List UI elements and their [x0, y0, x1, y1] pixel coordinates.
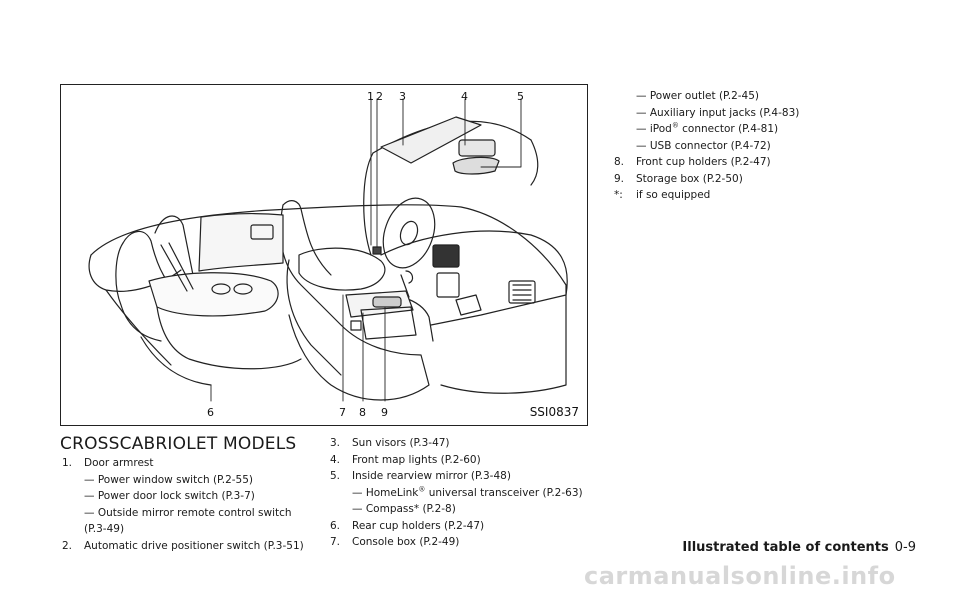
legend-item-5: 5. Inside rearview mirror (P.3-48)	[330, 468, 600, 485]
registered-mark: ®	[418, 485, 426, 493]
item-number: 4.	[330, 453, 341, 466]
section-title: CROSSCABRIOLET MODELS	[60, 434, 297, 454]
sub-item: — Power window switch (P.2-55)	[84, 473, 254, 486]
callout-8: 8	[359, 406, 366, 419]
registered-mark: ®	[671, 121, 679, 130]
figure-code: SSI0837	[529, 405, 579, 419]
sub-item: — Compass* (P.2-8)	[352, 503, 456, 515]
car-interior-drawing	[88, 98, 568, 402]
item-label: Rear cup holders (P.2-47)	[352, 519, 485, 532]
item-label: Front map lights (P.2-60)	[352, 453, 481, 466]
sub-item-text: connector (P.4-81)	[678, 123, 779, 135]
item-number: 6.	[330, 519, 341, 532]
legend-column-3: — Power outlet (P.2-45) — Auxiliary inpu…	[614, 88, 914, 204]
sub-item: — USB connector (P.4-72)	[636, 139, 771, 152]
item-label: Console box (P.2-49)	[352, 536, 460, 548]
item-number: 1.	[62, 457, 73, 469]
page-footer: Illustrated table of contents 0-9	[682, 540, 916, 555]
item-number: 8.	[614, 156, 625, 168]
footnote: *: if so equipped	[614, 187, 914, 204]
footnote-text: if so equipped	[636, 189, 711, 201]
watermark: carmanualsonline.info	[584, 562, 896, 590]
footer-title: Illustrated table of contents	[682, 540, 889, 555]
item-label: Front cup holders (P.2-47)	[636, 156, 771, 168]
item-label: Storage box (P.2-50)	[636, 172, 743, 185]
item-label: Automatic drive positioner switch (P.3-5…	[84, 539, 304, 552]
item-number: 3.	[330, 437, 341, 449]
item-label: Sun visors (P.3-47)	[352, 437, 450, 449]
legend-column-2: 3. Sun visors (P.3-47) 4. Front map ligh…	[330, 435, 600, 551]
item-label: Inside rearview mirror (P.3-48)	[352, 470, 511, 482]
callout-7: 7	[339, 406, 346, 419]
legend-item-3: 3. Sun visors (P.3-47)	[330, 435, 600, 452]
item-number: 7.	[330, 536, 341, 548]
interior-illustration: 1 2 3 4 5 6 7 8 9 SSI0837	[60, 84, 588, 426]
sub-item: — Outside mirror remote control switch	[84, 506, 292, 519]
page-number: 0-9	[894, 540, 916, 555]
item-number: 9.	[614, 172, 625, 185]
item-label: Door armrest	[84, 457, 154, 469]
callout-5: 5	[517, 90, 524, 103]
legend-item-4: 4. Front map lights (P.2-60)	[330, 452, 600, 469]
callout-9: 9	[381, 406, 388, 419]
callout-3: 3	[399, 90, 406, 103]
sub-item: — Power outlet (P.2-45)	[636, 90, 760, 102]
footnote-mark: *:	[614, 189, 623, 201]
legend-item-8: 8. Front cup holders (P.2-47)	[614, 154, 914, 171]
legend-item-6: 6. Rear cup holders (P.2-47)	[330, 518, 600, 535]
legend-column-1: 1. Door armrest — Power window switch (P…	[62, 455, 312, 554]
legend-item-7: 7. Console box (P.2-49)	[330, 534, 600, 551]
sub-item-text: universal transceiver (P.2-63)	[425, 486, 583, 499]
callout-1: 1	[367, 90, 374, 103]
sub-item-text: — iPod	[636, 123, 672, 135]
callout-2: 2	[376, 90, 383, 103]
sub-item: — Auxiliary input jacks (P.4-83)	[636, 106, 800, 119]
sub-item-text: — HomeLink	[352, 486, 419, 499]
legend-item-2: 2. Automatic drive positioner switch (P.…	[62, 538, 312, 555]
item-number: 5.	[330, 470, 341, 482]
sub-item: — HomeLink® universal transceiver (P.2-6…	[330, 485, 600, 502]
legend-item-1: 1. Door armrest	[62, 455, 312, 472]
callout-6: 6	[207, 406, 214, 419]
legend-item-9: 9. Storage box (P.2-50)	[614, 171, 914, 188]
callout-4: 4	[461, 90, 468, 103]
sub-item: — iPod® connector (P.4-81)	[614, 121, 914, 138]
sub-item-continued: (P.3-49)	[84, 523, 125, 535]
item-number: 2.	[62, 539, 73, 552]
sub-item: — Power door lock switch (P.3-7)	[84, 490, 255, 502]
